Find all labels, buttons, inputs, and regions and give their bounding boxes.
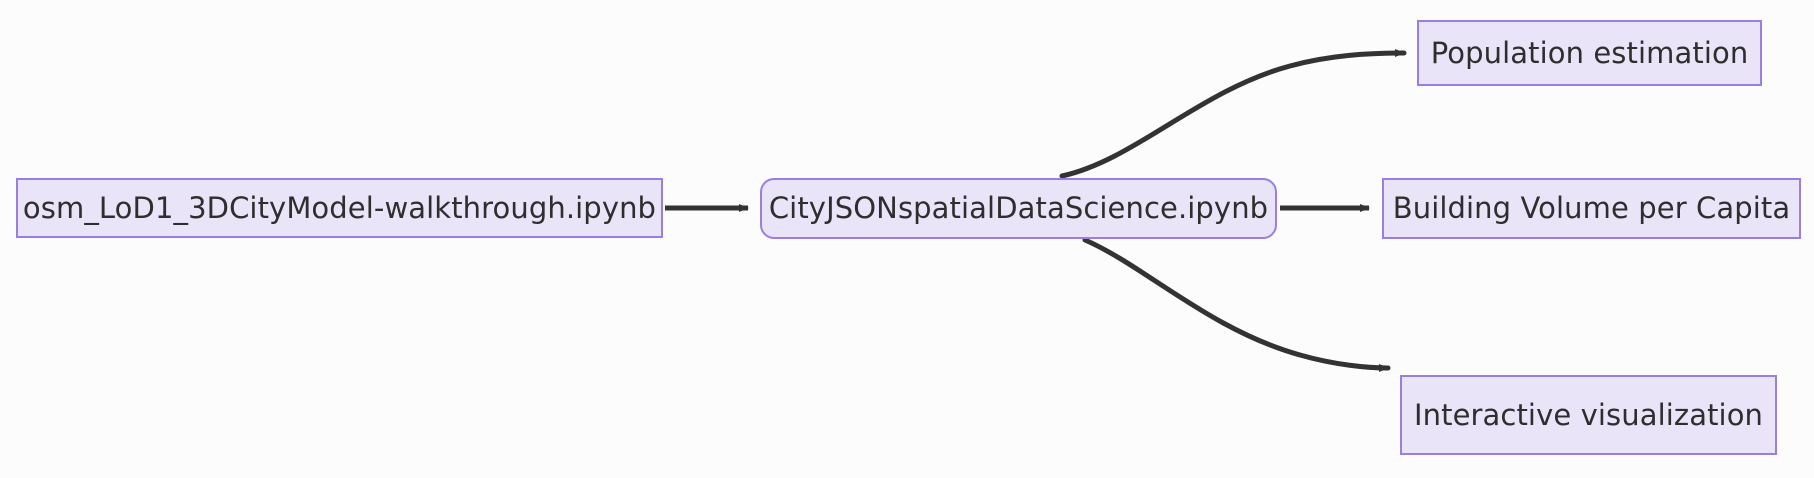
edge-hub-to-population	[1059, 49, 1407, 179]
node-population-estimation[interactable]: Population estimation	[1417, 20, 1762, 86]
node-building-volume-per-capita[interactable]: Building Volume per Capita	[1382, 178, 1801, 239]
node-building-volume-per-capita-label: Building Volume per Capita	[1392, 191, 1791, 225]
edge-hub-to-interactive	[1082, 237, 1391, 372]
node-population-estimation-label: Population estimation	[1430, 35, 1749, 70]
node-cityjson-notebook[interactable]: CityJSONspatialDataScience.ipynb	[760, 178, 1277, 239]
node-interactive-visualization[interactable]: Interactive visualization	[1400, 375, 1777, 455]
node-source-notebook[interactable]: osm_LoD1_3DCityModel-walkthrough.ipynb	[16, 178, 663, 238]
node-cityjson-notebook-label: CityJSONspatialDataScience.ipynb	[768, 191, 1269, 225]
node-interactive-visualization-label: Interactive visualization	[1413, 397, 1764, 432]
node-source-notebook-label: osm_LoD1_3DCityModel-walkthrough.ipynb	[22, 190, 657, 225]
